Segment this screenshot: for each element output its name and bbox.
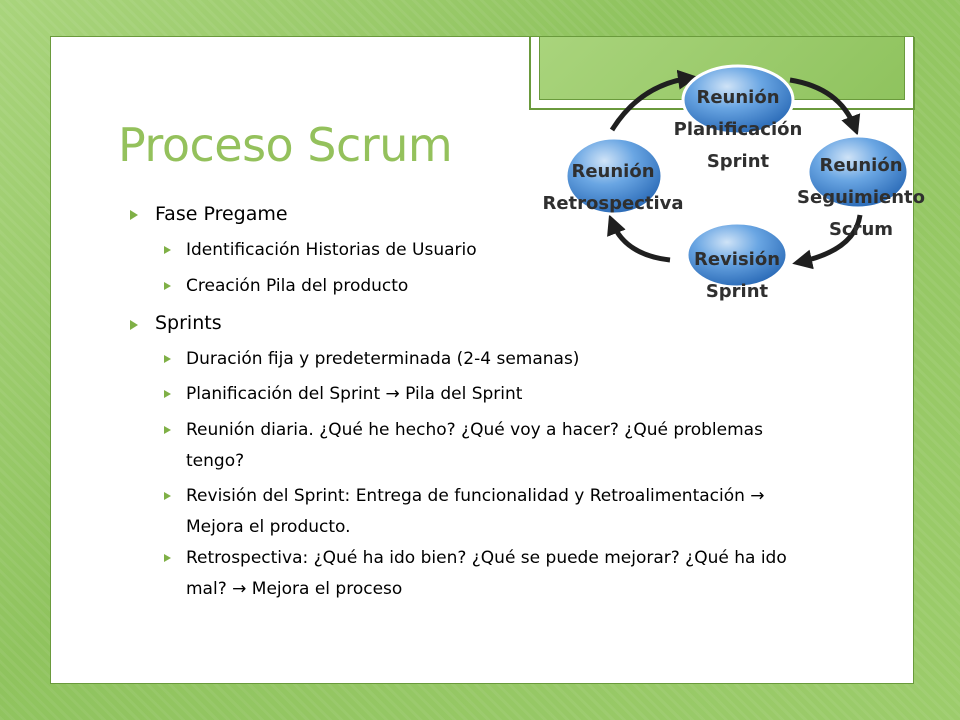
bullet-marker-icon bbox=[164, 426, 171, 434]
bullet-marker-icon bbox=[164, 246, 171, 254]
node-retro-label: Reunión Retrospectiva bbox=[542, 161, 684, 214]
node-planning-label: Reunión Planificación Sprint bbox=[673, 87, 803, 172]
bullet-sprints: Sprints bbox=[155, 312, 222, 334]
bullet-marker-icon bbox=[164, 355, 171, 363]
bullet-marker-icon bbox=[164, 282, 171, 290]
slide-title: Proceso Scrum bbox=[118, 118, 453, 172]
bullet-pregame-item: Creación Pila del producto bbox=[186, 276, 409, 296]
bullet-marker-icon bbox=[130, 320, 138, 330]
bullet-sprints-item: Reunión diaria. ¿Qué he hecho? ¿Qué voy … bbox=[186, 420, 763, 471]
node-daily-label: Reunión Seguimiento Scrum bbox=[797, 155, 925, 240]
bullet-sprints-item: Planificación del Sprint → Pila del Spri… bbox=[186, 384, 523, 404]
bullet-sprints-item: Revisión del Sprint: Entrega de funciona… bbox=[186, 486, 765, 537]
bullet-marker-icon bbox=[130, 210, 138, 220]
bullet-sprints-item: Duración fija y predeterminada (2-4 sema… bbox=[186, 349, 580, 369]
bullet-sprints-item: Retrospectiva: ¿Qué ha ido bien? ¿Qué se… bbox=[186, 548, 787, 599]
bullet-pregame: Fase Pregame bbox=[155, 203, 288, 225]
node-review-label: Revisión Sprint bbox=[693, 249, 781, 302]
bullet-marker-icon bbox=[164, 390, 171, 398]
bullet-pregame-item: Identificación Historias de Usuario bbox=[186, 240, 477, 260]
slide-panel bbox=[50, 36, 915, 684]
bullet-marker-icon bbox=[164, 492, 171, 500]
bullet-marker-icon bbox=[164, 554, 171, 562]
